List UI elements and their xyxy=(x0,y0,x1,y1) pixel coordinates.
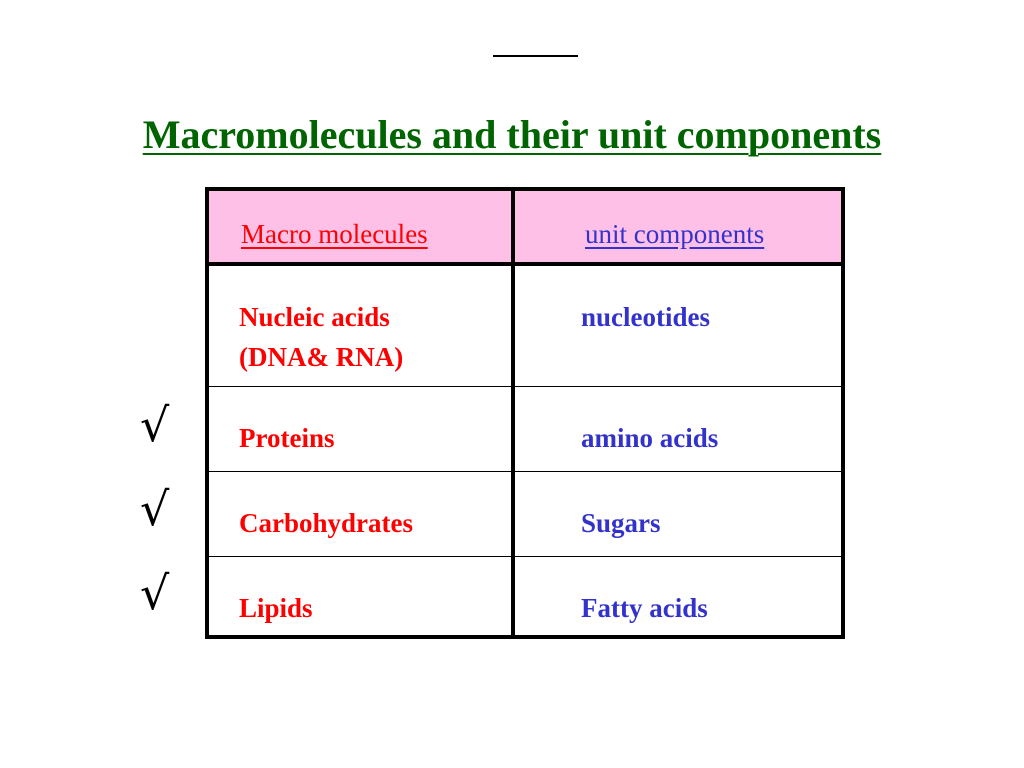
macromolecule-name: Nucleic acids xyxy=(239,302,390,332)
header-underline-connector xyxy=(493,55,578,57)
cell-unit-component: nucleotides xyxy=(515,266,841,386)
table-row: Nucleic acids (DNA& RNA) nucleotides xyxy=(209,266,841,387)
check-mark-lipids: √ xyxy=(140,566,170,620)
header-cell-unit-components: unit components xyxy=(515,191,841,262)
header-cell-macromolecules: Macro molecules xyxy=(209,191,515,262)
macromolecule-name: Lipids xyxy=(239,593,313,623)
table-header-row: Macro molecules unit components xyxy=(209,191,841,266)
unit-component-name: nucleotides xyxy=(581,302,711,332)
cell-unit-component: Fatty acids xyxy=(515,557,841,635)
cell-macromolecule: Nucleic acids (DNA& RNA) xyxy=(209,266,515,386)
macromolecule-table: Macro molecules unit components Nucleic … xyxy=(205,187,845,639)
macromolecule-detail: (DNA& RNA) xyxy=(239,342,404,372)
table-row: Proteins amino acids xyxy=(209,387,841,472)
cell-macromolecule: Carbohydrates xyxy=(209,472,515,556)
slide-title: Macromolecules and their unit components xyxy=(142,112,882,157)
cell-unit-component: amino acids xyxy=(515,387,841,471)
cell-unit-component: Sugars xyxy=(515,472,841,556)
macromolecule-name: Proteins xyxy=(239,423,335,453)
check-mark-proteins: √ xyxy=(140,398,170,452)
unit-component-name: Sugars xyxy=(581,508,661,538)
header-macromolecules-label: Macro molecules xyxy=(241,219,428,249)
header-unit-components-label: unit components xyxy=(585,219,765,249)
macromolecule-name: Carbohydrates xyxy=(239,508,413,538)
cell-macromolecule: Lipids xyxy=(209,557,515,635)
unit-component-name: Fatty acids xyxy=(581,593,708,623)
check-mark-carbohydrates: √ xyxy=(140,482,170,536)
cell-macromolecule: Proteins xyxy=(209,387,515,471)
table-row: Lipids Fatty acids xyxy=(209,557,841,635)
unit-component-name: amino acids xyxy=(581,423,719,453)
table-row: Carbohydrates Sugars xyxy=(209,472,841,557)
